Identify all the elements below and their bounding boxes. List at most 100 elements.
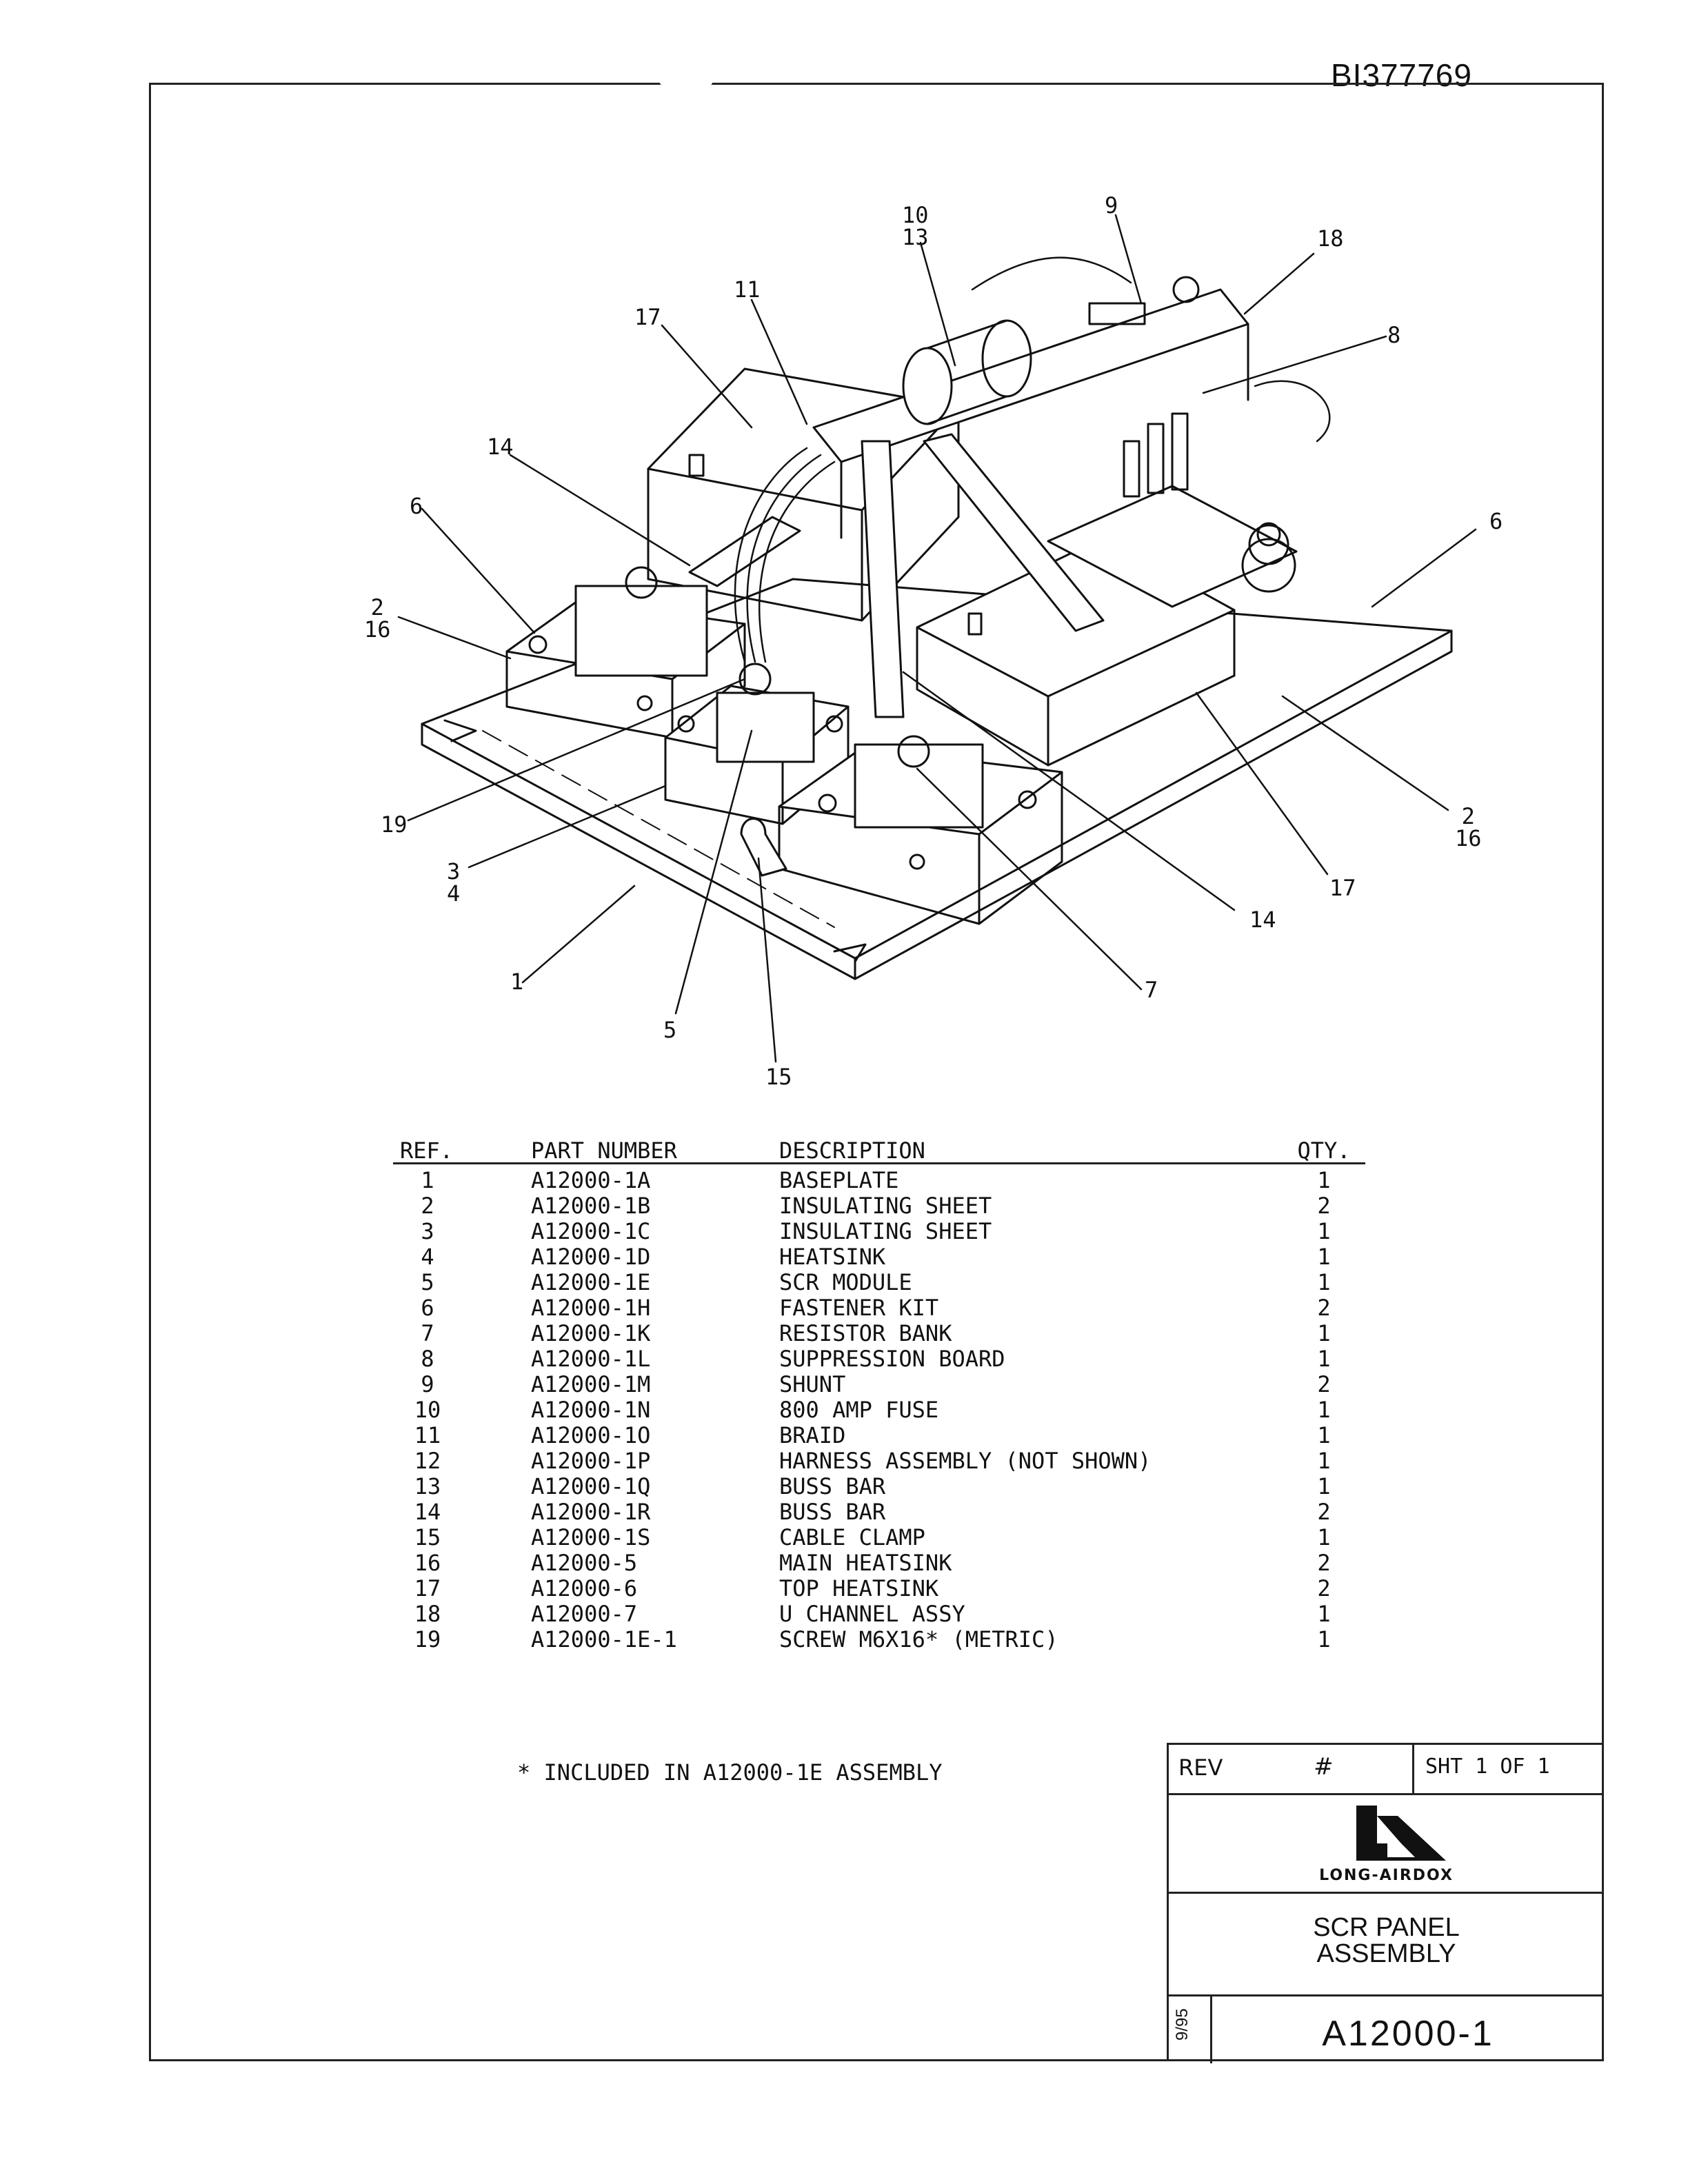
- rev-label: REV: [1178, 1755, 1223, 1781]
- row-description: INSULATING SHEET: [779, 1218, 992, 1244]
- title-row: SCR PANEL ASSEMBLY: [1169, 1894, 1604, 1996]
- row-part-number: A12000-1C: [531, 1218, 651, 1244]
- row-qty: 2: [1317, 1295, 1331, 1321]
- row-ref: 1: [421, 1167, 434, 1193]
- row-part-number: A12000-1R: [531, 1499, 651, 1525]
- callout-11: 11: [734, 276, 761, 303]
- callout-17-front: 17: [1329, 875, 1356, 901]
- row-ref: 4: [421, 1244, 434, 1270]
- row-ref: 2: [421, 1193, 434, 1219]
- callout-14-left: 14: [487, 434, 514, 460]
- assembly-note: * INCLUDED IN A12000-1E ASSEMBLY: [517, 1759, 943, 1786]
- callout-8: 8: [1387, 322, 1401, 348]
- row-qty: 1: [1317, 1320, 1331, 1346]
- row-part-number: A12000-6: [531, 1575, 638, 1601]
- row-description: SCREW M6X16* (METRIC): [779, 1626, 1058, 1652]
- row-qty: 2: [1317, 1371, 1331, 1397]
- row-part-number: A12000-1K: [531, 1320, 651, 1346]
- callout-7: 7: [1145, 977, 1158, 1003]
- row-qty: 2: [1317, 1499, 1331, 1525]
- header-ref: REF.: [400, 1138, 454, 1164]
- drawing-frame: [149, 83, 1604, 2061]
- drawing-number-row: 9/95 A12000-1: [1169, 1996, 1604, 2063]
- row-description: BUSS BAR: [779, 1473, 886, 1499]
- title-block: REV # SHT 1 OF 1 LONG-AIRDOX SCR PANEL A…: [1167, 1743, 1604, 2063]
- revision-row: REV # SHT 1 OF 1: [1169, 1745, 1604, 1795]
- parts-list-row: 6 A12000-1H FASTENER KIT 2: [393, 1295, 1365, 1321]
- row-ref: 13: [414, 1473, 441, 1499]
- row-description: BASEPLATE: [779, 1167, 899, 1193]
- header-qty: QTY.: [1297, 1138, 1351, 1164]
- row-part-number: A12000-1D: [531, 1244, 651, 1270]
- row-ref: 10: [414, 1397, 441, 1423]
- callout-15: 15: [765, 1064, 792, 1090]
- document-number: BI377769: [1331, 57, 1472, 93]
- row-qty: 1: [1317, 1524, 1331, 1550]
- header-description: DESCRIPTION: [779, 1138, 925, 1164]
- company-row: LONG-AIRDOX: [1169, 1795, 1604, 1894]
- row-part-number: A12000-1Q: [531, 1473, 651, 1499]
- row-part-number: A12000-1O: [531, 1422, 651, 1448]
- scr-module-shape: [574, 566, 984, 829]
- row-qty: 2: [1317, 1193, 1331, 1219]
- row-ref: 18: [414, 1601, 441, 1627]
- row-part-number: A12000-1M: [531, 1371, 651, 1397]
- callout-1: 1: [510, 969, 524, 995]
- callout-17-rear: 17: [634, 304, 661, 330]
- callout-19: 19: [381, 811, 408, 838]
- row-ref: 3: [421, 1218, 434, 1244]
- parts-list-row: 3 A12000-1C INSULATING SHEET 1: [393, 1218, 1365, 1244]
- row-qty: 1: [1317, 1218, 1331, 1244]
- fuse-shape: [902, 319, 1032, 425]
- row-ref: 9: [421, 1371, 434, 1397]
- row-qty: 1: [1317, 1269, 1331, 1295]
- row-description: HEATSINK: [779, 1244, 886, 1270]
- row-ref: 17: [414, 1575, 441, 1601]
- drawing-date: 9/95: [1173, 2008, 1192, 2041]
- leader-lines: [397, 214, 1477, 1063]
- row-qty: 1: [1317, 1397, 1331, 1423]
- row-description: U CHANNEL ASSY: [779, 1601, 965, 1627]
- row-part-number: A12000-1H: [531, 1295, 651, 1321]
- row-description: HARNESS ASSEMBLY (NOT SHOWN): [779, 1448, 1152, 1474]
- rev-value: #: [1314, 1753, 1334, 1781]
- row-ref: 12: [414, 1448, 441, 1474]
- revision-divider: [1412, 1745, 1414, 1793]
- drawing-title-line1: SCR PANEL: [1313, 1913, 1460, 1942]
- row-ref: 6: [421, 1295, 434, 1321]
- parts-list-row: 13 A12000-1Q BUSS BAR 1: [393, 1473, 1365, 1499]
- row-qty: 1: [1317, 1626, 1331, 1652]
- row-ref: 11: [414, 1422, 441, 1448]
- row-part-number: A12000-1N: [531, 1397, 651, 1423]
- row-ref: 8: [421, 1346, 434, 1372]
- row-ref: 14: [414, 1499, 441, 1525]
- row-qty: 1: [1317, 1422, 1331, 1448]
- row-description: SCR MODULE: [779, 1269, 912, 1295]
- row-part-number: A12000-1B: [531, 1193, 651, 1219]
- row-qty: 1: [1317, 1473, 1331, 1499]
- parts-list-header: REF. PART NUMBER DESCRIPTION QTY.: [393, 1138, 1365, 1164]
- row-description: TOP HEATSINK: [779, 1575, 939, 1601]
- row-part-number: A12000-5: [531, 1550, 638, 1576]
- row-part-number: A12000-1S: [531, 1524, 651, 1550]
- row-description: FASTENER KIT: [779, 1295, 939, 1321]
- row-ref: 19: [414, 1626, 441, 1652]
- buss-bar-shape: [688, 433, 1105, 718]
- date-divider: [1210, 1996, 1212, 2063]
- callout-9: 9: [1105, 192, 1118, 219]
